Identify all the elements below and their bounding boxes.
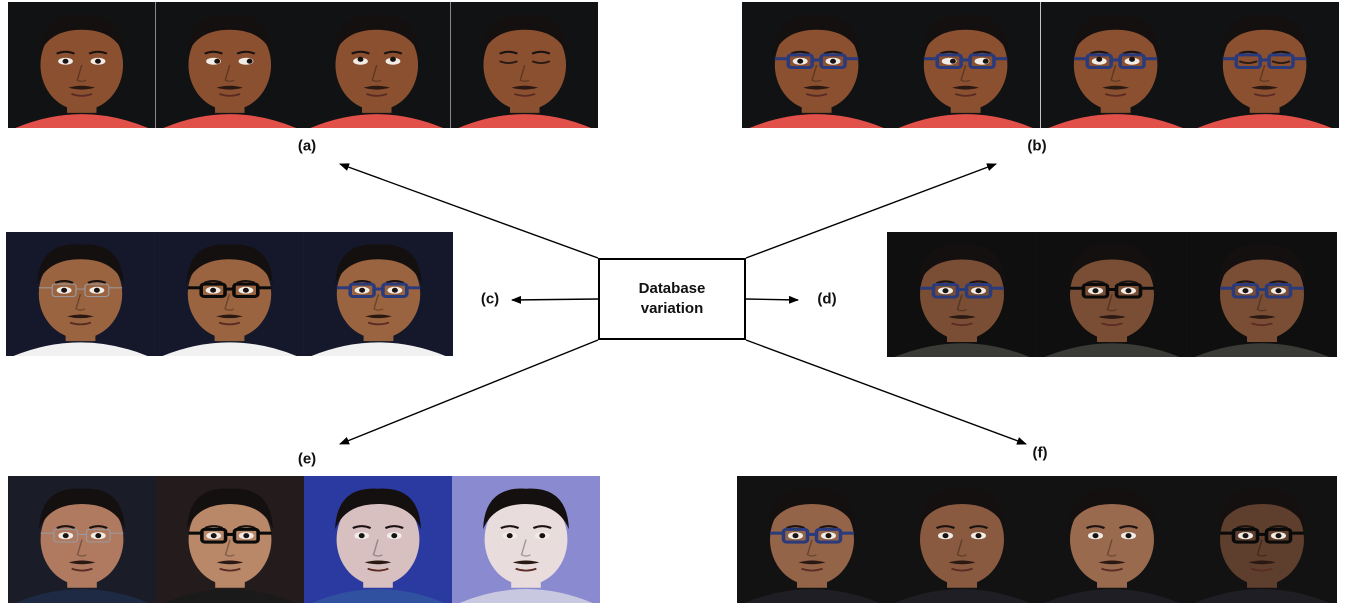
label-f: (f): [1032, 444, 1048, 462]
face-photo: [1036, 232, 1187, 357]
label-a: (a): [297, 137, 317, 155]
arrow-to-d: [745, 295, 799, 304]
panel-c-image-strip: [6, 232, 453, 356]
face-photo: [452, 476, 600, 603]
arrow-to-e: [339, 339, 599, 445]
panel-a-image-strip: [8, 2, 598, 128]
face-photo: [155, 2, 303, 128]
center-label-line1: Database: [638, 280, 706, 297]
center-label-line2: variation: [640, 300, 704, 317]
arrow-to-b: [745, 163, 997, 259]
face-photo: [304, 476, 452, 603]
panel-b-image-strip: [742, 2, 1339, 128]
face-photo: [1186, 232, 1337, 357]
face-photo: [450, 2, 598, 128]
panel-e-image-strip: [8, 476, 600, 603]
face-photo: [887, 232, 1037, 357]
label-e: (e): [297, 450, 317, 468]
face-photo: [303, 2, 451, 128]
arrow-to-c: [511, 295, 599, 304]
panel-f-image-strip: [737, 476, 1337, 603]
face-photo: [742, 2, 892, 128]
face-photo: [737, 476, 887, 603]
face-photo: [303, 232, 453, 356]
face-photo: [887, 476, 1037, 603]
label-b: (b): [1027, 137, 1047, 155]
face-photo: [156, 476, 304, 603]
face-photo: [8, 476, 156, 603]
arrow-to-f: [745, 339, 1027, 445]
face-photo: [1037, 476, 1187, 603]
database-variation-box: Database variation: [598, 258, 746, 340]
face-photo: [1040, 2, 1190, 128]
face-photo: [1187, 476, 1337, 603]
label-d: (d): [817, 290, 837, 308]
face-photo: [6, 232, 155, 356]
face-photo: [891, 2, 1041, 128]
arrow-to-a: [339, 163, 599, 259]
face-photo: [8, 2, 156, 128]
face-photo: [1189, 2, 1339, 128]
panel-d-image-strip: [887, 232, 1337, 357]
label-c: (c): [480, 290, 500, 308]
face-photo: [154, 232, 304, 356]
